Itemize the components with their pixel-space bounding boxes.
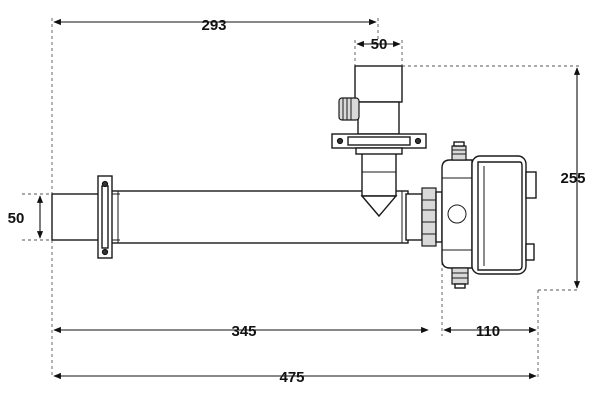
upper-pipe-clamp bbox=[331, 133, 427, 155]
dim-label-50-top: 50 bbox=[371, 36, 388, 53]
dim-label-345: 345 bbox=[231, 323, 256, 340]
dim-label-475: 475 bbox=[279, 369, 304, 386]
dimension-labels: 293 50 50 255 345 110 475 bbox=[8, 17, 586, 386]
dim-label-110: 110 bbox=[476, 323, 500, 340]
head-bottom-fitting bbox=[451, 267, 469, 289]
main-pipe bbox=[51, 190, 409, 244]
threaded-connector bbox=[405, 187, 443, 247]
head-unit bbox=[441, 155, 537, 275]
left-pipe-clamp bbox=[97, 175, 120, 259]
side-knob bbox=[338, 97, 360, 121]
dim-label-50-left: 50 bbox=[8, 210, 25, 227]
dim-label-255: 255 bbox=[560, 170, 585, 187]
dim-label-293: 293 bbox=[201, 17, 226, 34]
dimension-lines bbox=[36, 18, 581, 380]
head-top-fitting bbox=[451, 141, 467, 161]
